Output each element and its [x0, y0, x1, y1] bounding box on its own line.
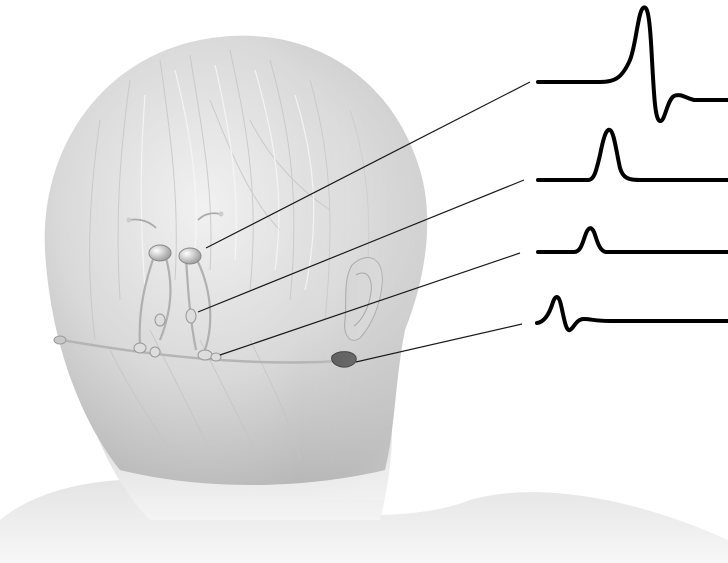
waveform-1: [538, 7, 728, 121]
waveform-4: [537, 297, 728, 330]
waveforms: [537, 7, 728, 330]
left-end-knob: [54, 336, 66, 344]
waveform-3: [538, 228, 728, 252]
waveform-2: [538, 130, 728, 180]
